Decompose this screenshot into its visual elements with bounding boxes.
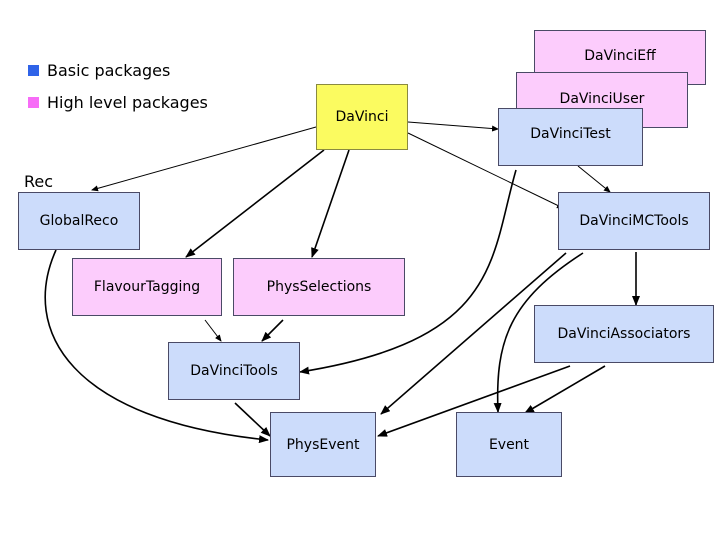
- node-davinci-mctools-label: DaVinciMCTools: [579, 213, 689, 229]
- arrow-flavourtagging-davincitools: [204, 319, 222, 342]
- node-davinci-test[interactable]: DaVinciTest: [498, 108, 643, 166]
- node-davinci-label: DaVinci: [335, 109, 389, 125]
- arrow-davinci-flavourtagging: [185, 149, 325, 258]
- node-davinci-mctools[interactable]: DaVinciMCTools: [558, 192, 710, 250]
- node-davinci-tools[interactable]: DaVinciTools: [168, 342, 300, 400]
- legend-basic-label: Basic packages: [47, 61, 171, 80]
- arrow-davinci-davincitest: [407, 121, 499, 132]
- arrow-davincimctools-event: [493, 252, 584, 413]
- arrow-davinci-globalreco: [91, 126, 317, 192]
- legend-high-label: High level packages: [47, 93, 208, 112]
- node-davinci-associators-label: DaVinciAssociators: [557, 326, 691, 342]
- node-global-reco[interactable]: GlobalReco: [18, 192, 140, 250]
- node-davinci[interactable]: DaVinci: [316, 84, 408, 150]
- arrow-davincitest-davincitools: [299, 169, 517, 375]
- node-davinci-associators[interactable]: DaVinciAssociators: [534, 305, 714, 363]
- legend-basic: Basic packages: [28, 61, 170, 80]
- arrow-davinci-physselections: [311, 149, 350, 258]
- node-phys-selections-label: PhysSelections: [266, 279, 372, 295]
- node-flavour-tagging-label: FlavourTagging: [93, 279, 201, 295]
- arrow-davinciassociators-event: [524, 365, 606, 414]
- arrow-physselections-davincitools: [261, 319, 284, 342]
- node-davinci-user-label: DaVinciUser: [559, 91, 645, 107]
- node-davinci-test-label: DaVinciTest: [530, 126, 611, 142]
- node-davinci-eff-label: DaVinciEff: [584, 48, 656, 64]
- node-davinci-tools-label: DaVinciTools: [190, 363, 278, 379]
- arrow-globalreco-physevent: [44, 249, 269, 444]
- arrow-davinciassociators-physevent: [377, 365, 571, 437]
- node-phys-event[interactable]: PhysEvent: [270, 412, 376, 477]
- arrow-davincitools-physevent: [234, 402, 271, 437]
- legend-basic-swatch: [28, 65, 39, 76]
- legend-high: High level packages: [28, 93, 208, 112]
- node-event-label: Event: [488, 436, 530, 453]
- arrow-davincitest-davincimctools: [577, 165, 611, 193]
- node-event[interactable]: Event: [456, 412, 562, 477]
- arrow-davincimctools-physevent: [380, 252, 567, 415]
- node-phys-event-label: PhysEvent: [286, 436, 360, 453]
- arrow-davinci-davincimctools: [407, 132, 564, 209]
- node-global-reco-label: GlobalReco: [39, 213, 119, 229]
- rec-group-label: Rec: [24, 172, 54, 191]
- legend-high-swatch: [28, 97, 39, 108]
- node-flavour-tagging[interactable]: FlavourTagging: [72, 258, 222, 316]
- node-phys-selections[interactable]: PhysSelections: [233, 258, 405, 316]
